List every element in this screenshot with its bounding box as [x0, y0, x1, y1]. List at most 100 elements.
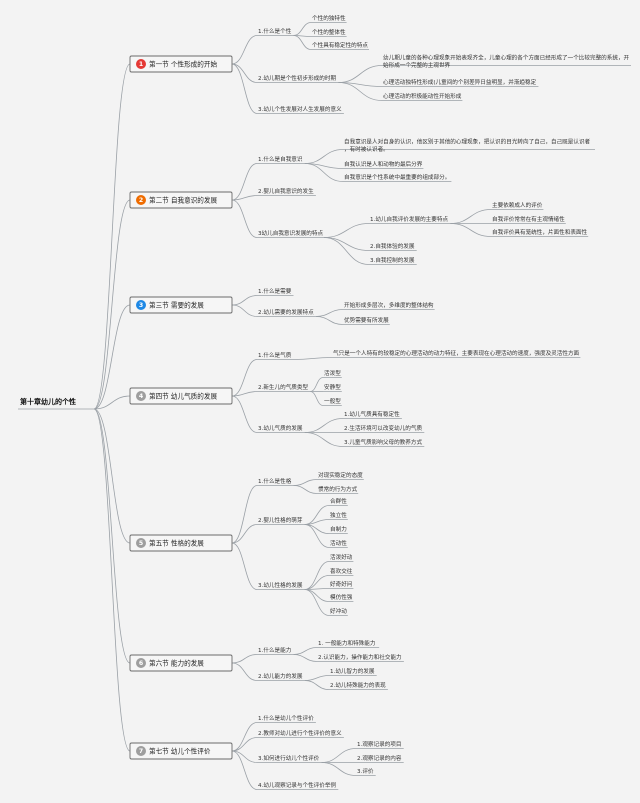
topic-2-2[interactable]: 2.婴儿自我意识的发生: [258, 187, 314, 195]
section-title: 第二节 自我意识的发展: [149, 195, 217, 204]
subtopic-5-2-1[interactable]: 合群性: [330, 497, 347, 505]
section-5-to-item-3: [231, 542, 258, 590]
section-box: [129, 191, 233, 209]
topic-3-1[interactable]: 1.什么是需要: [258, 287, 292, 295]
subtopic-5-1-2[interactable]: 惯常的行为方式: [318, 485, 358, 493]
topic-1-2[interactable]: 2.幼儿期是个性初步形成的时期: [258, 74, 336, 82]
item-5-3-to-child-2: [304, 575, 330, 590]
subtopic-6-2-1[interactable]: 1.幼儿智力的发展: [330, 667, 375, 675]
subtopic-3-2-2[interactable]: 优势需要有所发展: [344, 316, 389, 324]
subtopic-2-1-3[interactable]: 自我意识是个性系统中最重要的组成部分。: [344, 173, 450, 181]
subtopic-1-1-1[interactable]: 个性的独特性: [312, 14, 346, 22]
subtopic-5-2-3[interactable]: 自制力: [330, 525, 347, 533]
subtopic-6-1-1[interactable]: 1. 一般能力和特殊能力: [318, 639, 376, 647]
topic-1-1[interactable]: 1.什么是个性: [258, 27, 292, 35]
item-1-1-to-child-1: [293, 22, 312, 36]
subtopic-1-1-3[interactable]: 个性具有稳定性的特点: [312, 41, 368, 49]
subtopic-4-3-3[interactable]: 3.儿童气质影响父母的教养方式: [344, 438, 422, 446]
topic-7-2[interactable]: 2.教师对幼儿进行个性评价的意义: [258, 729, 342, 737]
subtopic-5-3-1[interactable]: 活泼好动: [330, 553, 353, 561]
subtopic-1-2-2[interactable]: 心理活动独特性形成(儿童间的个别差异日益明显，并渐趋稳定: [383, 78, 537, 86]
subtopic-7-3-2[interactable]: 2.观察记录的内容: [357, 754, 402, 762]
section-number: 4: [139, 393, 144, 400]
section-number-badge: [136, 746, 146, 756]
subtopic-5-2-4[interactable]: 活动性: [330, 539, 347, 547]
topic-5-3[interactable]: 3.幼儿性格的发展: [258, 581, 303, 589]
section-3-to-item-1: [231, 295, 258, 306]
topic-1-3[interactable]: 3.幼儿个性发展对人生发展的意义: [258, 105, 342, 113]
section-box: [129, 387, 233, 405]
subtopic-1-1-2[interactable]: 个性的整体性: [312, 28, 346, 36]
topic-2-3[interactable]: 3幼儿自我意识发展的特点: [258, 229, 323, 237]
topic-4-2[interactable]: 2.新生儿的气质类型: [258, 383, 308, 391]
subtopic-1-2-1[interactable]: 幼儿期儿童的各种心理现象开始表现齐全，儿童心理的各个方面已经形成了一个比较完整的…: [383, 53, 630, 69]
topic-5-2[interactable]: 2.婴儿性格的萌芽: [258, 516, 303, 524]
section-number-badge: [136, 300, 146, 310]
root-to-section-6: [93, 408, 131, 664]
subtopic-7-3-1[interactable]: 1.观察记录的项目: [357, 740, 402, 748]
subtopic-4-3-1[interactable]: 1.幼儿气质具有稳定性: [344, 410, 400, 418]
subtopic-1-2-3[interactable]: 心理活动的积极能动性开始形成: [383, 92, 462, 100]
topic-4-1[interactable]: 1.什么是气质: [258, 351, 292, 359]
topic-7-4[interactable]: 4.幼儿观察记录与个性评价举例: [258, 781, 336, 789]
subtopic-4-2-1[interactable]: 活泼型: [324, 369, 341, 377]
subtopic-6-2-2[interactable]: 2.幼儿特殊能力的表现: [330, 681, 386, 689]
subtopic-2-3-1[interactable]: 1.幼儿自我评价发展的主要特点: [370, 215, 448, 223]
item-5-3-to-child-5: [304, 589, 330, 616]
topic-2-1[interactable]: 1.什么是自我意识: [258, 155, 303, 163]
section-node-2[interactable]: 2 第二节 自我意识的发展: [129, 191, 233, 209]
subtopic-5-3-5[interactable]: 好冲动: [330, 607, 347, 615]
subtopic-5-1-1[interactable]: 对现实稳定的态度: [318, 471, 363, 479]
subtopic-2-3-3[interactable]: 3.自我控制的发展: [370, 256, 415, 264]
subtopic-4-3-2[interactable]: 2.生活环境可以改变幼儿的气质: [344, 424, 422, 432]
section-2-to-item-2: [231, 195, 258, 201]
subtopic-2-1-2[interactable]: 自我认识是人和动物的最后分界: [344, 160, 423, 168]
subtopic-4-1-1[interactable]: 气只是一个人特有的较稳定的心理活动的动力特征，主要表现在心理活动的速度，强度及灵…: [333, 349, 580, 357]
root-to-section-3: [93, 304, 131, 410]
item-6-2-to-child-2: [304, 680, 330, 690]
connector-lines: [18, 22, 631, 790]
child-to-grandchild-3: [450, 223, 492, 237]
section-number: 6: [139, 660, 143, 667]
subtopic-7-3-3[interactable]: 3.评价: [357, 767, 374, 775]
subtopic-5-3-4[interactable]: 模仿性强: [330, 593, 353, 601]
item-3-2-to-child-2: [315, 316, 344, 325]
detail-2-3-1-1[interactable]: 主要依赖成人的评价: [492, 201, 543, 209]
root-topic[interactable]: 第十章幼儿的个性: [20, 397, 76, 406]
root-to-section-4: [93, 395, 131, 410]
topic-6-1[interactable]: 1.什么是能力: [258, 646, 292, 654]
topic-6-2[interactable]: 2.幼儿能力的发展: [258, 672, 303, 680]
subtopic-2-3-2[interactable]: 2.自我体验的发展: [370, 242, 415, 250]
subtopic-5-2-2[interactable]: 独立性: [330, 511, 347, 519]
topic-3-2[interactable]: 2.幼儿需要的发展特点: [258, 308, 314, 316]
item-2-3-to-child-2: [323, 237, 370, 251]
detail-2-3-1-3[interactable]: 自我评价具有笼统性，片面性和表面性: [492, 228, 588, 236]
detail-2-3-1-2[interactable]: 自我评价常常在有主观情绪性: [492, 215, 565, 223]
section-number: 2: [139, 197, 143, 204]
root-to-section-7: [93, 408, 131, 752]
subtopic-2-1-1[interactable]: 自我意识是人对自身的认识，他区别于其他的心理现象，把认识的目光转向了自己，自己既…: [344, 137, 591, 153]
subtopic-6-1-2[interactable]: 2.认识能力，操作能力和社交能力: [318, 653, 402, 661]
topic-7-1[interactable]: 1.什么是幼儿个性评价: [258, 714, 314, 722]
subtopic-4-2-3[interactable]: 一般型: [324, 397, 341, 405]
section-5-to-item-1: [231, 485, 258, 544]
topic-5-1[interactable]: 1.什么是性格: [258, 477, 292, 485]
subtopic-4-2-2[interactable]: 安静型: [324, 383, 341, 391]
subtopic-3-2-1[interactable]: 开始形成多层次，多维度的整体结构: [344, 301, 434, 309]
subtopic-5-3-3[interactable]: 好奇好问: [330, 580, 353, 588]
section-number: 3: [139, 302, 143, 309]
subtopic-5-3-2[interactable]: 喜欢交往: [330, 567, 353, 575]
section-1-to-item-2: [231, 63, 258, 83]
item-4-2-to-child-1: [310, 377, 324, 392]
section-4-to-item-2: [231, 391, 258, 397]
topic-7-3[interactable]: 3.如何进行幼儿个性评价: [258, 754, 320, 762]
section-title: 第五节 性格的发展: [149, 538, 204, 547]
topic-4-3[interactable]: 3.幼儿气质的发展: [258, 424, 303, 432]
